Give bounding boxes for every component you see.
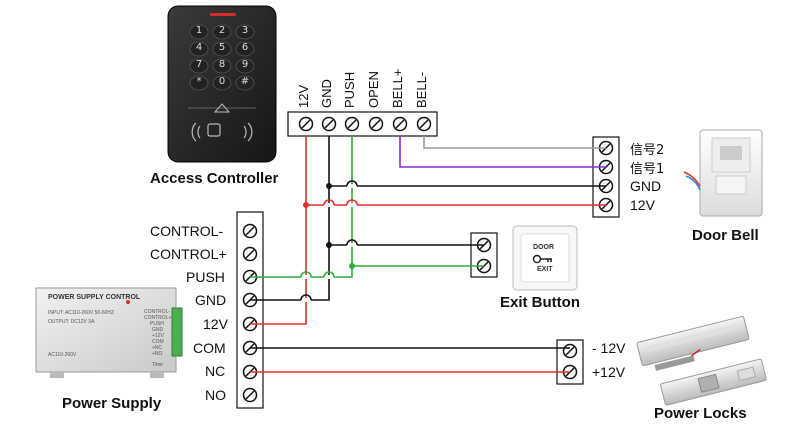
- exit-button-face-top: DOOR: [533, 244, 554, 251]
- keypad-key-label: 7: [195, 59, 203, 70]
- keypad-keys: [189, 24, 255, 91]
- controller-terminal-push: PUSH: [342, 71, 357, 108]
- exit-button-face-bottom: EXIT: [537, 266, 553, 273]
- exit-button-terminal-block: [470, 232, 498, 278]
- ps-terminal-12v: 12V: [203, 316, 228, 332]
- keypad-key: [189, 58, 209, 74]
- ps-unit-side-label-6: +NC: [152, 345, 163, 351]
- keypad-key: [212, 24, 232, 40]
- lock-screw-terminal-0: [562, 343, 578, 359]
- exit-button-caption: Exit Button: [500, 294, 580, 311]
- power-locks-device: [636, 316, 767, 406]
- controller-screw-terminal-2: [344, 116, 360, 132]
- keypad-key: [235, 58, 255, 74]
- ps-unit-side-label-3: GND: [152, 327, 164, 333]
- keypad-key-label: 5: [218, 42, 226, 53]
- junction-dots: [303, 183, 355, 269]
- key-icon: [532, 254, 552, 264]
- controller-terminal-12v: 12V: [296, 84, 311, 108]
- lock-terminal-minus-12v: - 12V: [592, 340, 626, 356]
- wire-bell-minus: [423, 136, 606, 149]
- keypad-key-label: 8: [218, 59, 226, 70]
- ps-screw-terminal-0: [242, 223, 258, 239]
- doorbell-terminal-gnd: GND: [630, 178, 662, 194]
- ps-screw-terminal-1: [242, 246, 258, 262]
- ps-unit-output: OUTPUT: DC12V 3A: [48, 319, 95, 325]
- access-controller-caption: Access Controller: [150, 170, 279, 187]
- lock-terminal-plus-12v: +12V: [592, 364, 626, 380]
- wire-gnd: [328, 136, 606, 187]
- wire-12v-ps: [250, 205, 307, 325]
- doorbell-terminal-signal2: 信号2: [630, 143, 665, 158]
- keypad-key: [212, 41, 232, 57]
- wire-12v: [305, 136, 606, 206]
- controller-screw-terminal-1: [321, 116, 337, 132]
- controller-terminal-open: OPEN: [366, 71, 381, 108]
- power-supply-caption: Power Supply: [62, 395, 162, 412]
- keypad-key-label: 9: [241, 59, 249, 70]
- keypad-key: [189, 41, 209, 57]
- wire-push: [351, 136, 484, 267]
- ps-unit-side-label-1: CONTROL+: [144, 315, 172, 321]
- keypad-key: [235, 75, 255, 91]
- keypad-key-label: 3: [241, 25, 249, 36]
- lock-terminal-block: [556, 339, 584, 385]
- ps-unit-input: INPUT: AC110-260V 50-60HZ: [48, 310, 115, 316]
- keypad-key-label: 6: [241, 42, 249, 53]
- doorbell-device: [683, 129, 763, 217]
- keypad-key-label: #: [240, 76, 250, 87]
- wire-push-ps: [250, 266, 353, 278]
- ps-unit-side-label-5: COM: [152, 339, 164, 345]
- keypad-key-label: 2: [218, 25, 226, 36]
- controller-terminal-bell-plus: BELL+: [390, 68, 405, 108]
- ps-unit-ac-label: AC110-260V: [48, 352, 77, 358]
- ps-terminal-com: COM: [193, 340, 226, 356]
- ps-unit-side-label-7: +NO: [152, 351, 163, 357]
- keypad-key-label: 1: [195, 25, 203, 36]
- keypad-key: [235, 41, 255, 57]
- ps-screw-terminal-7: [242, 387, 258, 403]
- doorbell-terminal-signal1: 信号1: [630, 162, 665, 177]
- keypad-key: [189, 75, 209, 91]
- wire-crossings: [300, 180, 358, 302]
- keypad-key-label: 0: [218, 76, 226, 87]
- controller-terminal-bell-minus: BELL-: [414, 71, 429, 108]
- ps-unit-side-label-0: CONTROL-: [144, 309, 171, 315]
- power-locks-caption: Power Locks: [654, 405, 747, 422]
- exit-button-device: [512, 225, 578, 291]
- controller-terminal-block: [287, 111, 438, 137]
- ps-terminal-nc: NC: [205, 363, 226, 379]
- keypad-key-label: 4: [195, 42, 203, 53]
- keypad-key: [189, 24, 209, 40]
- controller-terminal-gnd: GND: [319, 79, 334, 108]
- wire-gnd-ps: [250, 245, 330, 301]
- power-supply-device: [35, 287, 183, 378]
- wire-bell-plus: [399, 136, 606, 168]
- ps-terminal-control-plus: CONTROL+: [150, 246, 227, 262]
- keypad-key: [235, 24, 255, 40]
- ps-unit-title: POWER SUPPLY CONTROL: [48, 294, 141, 301]
- ps-terminal-push: PUSH: [186, 269, 225, 285]
- door-bell-caption: Door Bell: [692, 227, 759, 244]
- keypad-device: [167, 5, 277, 163]
- controller-screw-terminal-3: [368, 116, 384, 132]
- keypad-key: [212, 75, 232, 91]
- keypad-key-label: *: [196, 76, 202, 87]
- keypad-key: [212, 58, 232, 74]
- ps-terminal-control-minus: CONTROL-: [150, 223, 224, 239]
- controller-screw-terminal-4: [392, 116, 408, 132]
- rfid-icon: [191, 122, 253, 142]
- doorbell-terminal-12v: 12V: [630, 197, 655, 213]
- ps-unit-side-label-2: PUSH: [150, 321, 164, 327]
- ps-terminal-gnd: GND: [195, 292, 227, 308]
- ps-unit-side-label-4: +12V: [152, 333, 164, 339]
- ps-unit-bottom-label: Time: [152, 362, 163, 368]
- controller-screw-terminal-5: [416, 116, 432, 132]
- power-supply-terminal-block: [236, 211, 264, 409]
- ps-terminal-no: NO: [205, 387, 226, 403]
- controller-screw-terminal-0: [298, 116, 314, 132]
